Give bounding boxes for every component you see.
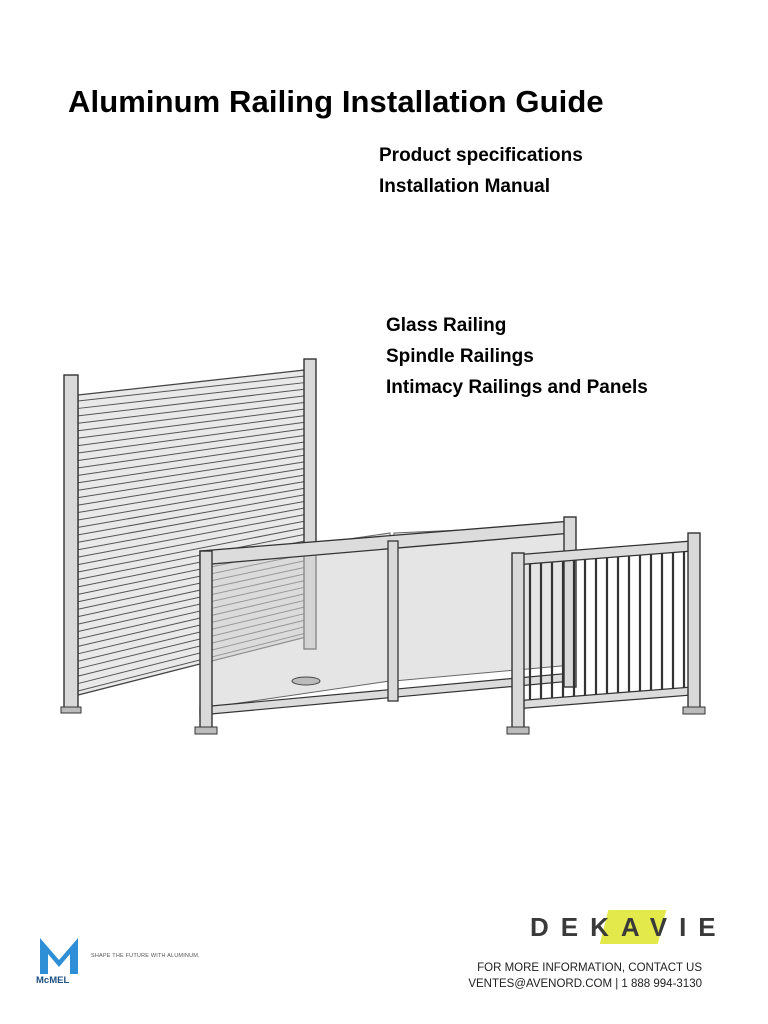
product-glass-railing: Glass Railing <box>386 315 507 336</box>
contact-line-2: VENTES@AVENORD.COM | 1 888 994-3130 <box>468 978 702 990</box>
mcmel-logo-icon <box>40 938 78 974</box>
panel-slat <box>77 446 315 484</box>
panel-slat <box>77 466 315 506</box>
panel-slat <box>77 394 315 424</box>
mcmel-brand: McMEL <box>36 975 70 986</box>
panel-slat <box>77 400 315 432</box>
product-intimacy-railings: Intimacy Railings and Panels <box>386 377 648 398</box>
panel-slat <box>77 413 315 447</box>
subtitle-manual: Installation Manual <box>379 176 551 197</box>
panel-slat <box>77 453 315 491</box>
spindle-railing <box>506 532 706 735</box>
panel-slat <box>77 433 315 469</box>
panel-slat <box>77 479 315 521</box>
panel-slat <box>77 512 315 558</box>
page-title: Aluminum Railing Installation Guide <box>68 84 604 119</box>
panel-slat <box>77 387 315 417</box>
panel-slat <box>77 427 315 461</box>
panel-slat <box>77 492 315 536</box>
dekavie-logo: DEKAVIE <box>530 906 716 950</box>
product-spindle-railings: Spindle Railings <box>386 346 534 367</box>
mcmel-tagline: SHAPE THE FUTURE WITH ALUMINUM. <box>91 953 200 959</box>
panel-slat <box>77 525 315 573</box>
panel-slat <box>77 459 315 499</box>
dekavie-brand: DEKAVIE <box>530 912 728 942</box>
panel-slat <box>77 518 315 566</box>
glass-railing <box>194 516 577 735</box>
panel-slat <box>77 532 315 580</box>
panel-slat <box>77 472 315 514</box>
panel-slat <box>77 374 315 402</box>
panel-slat <box>77 440 315 476</box>
panel-slat <box>77 499 315 543</box>
panel-slat <box>77 381 315 409</box>
panel-slat <box>77 486 315 528</box>
panel-slat <box>77 420 315 454</box>
railing-illustration <box>60 358 706 735</box>
contact-line-1: FOR MORE INFORMATION, CONTACT US <box>477 962 702 974</box>
panel-slat <box>77 407 315 439</box>
subtitle-specifications: Product specifications <box>379 145 583 166</box>
panel-slat <box>77 505 315 551</box>
